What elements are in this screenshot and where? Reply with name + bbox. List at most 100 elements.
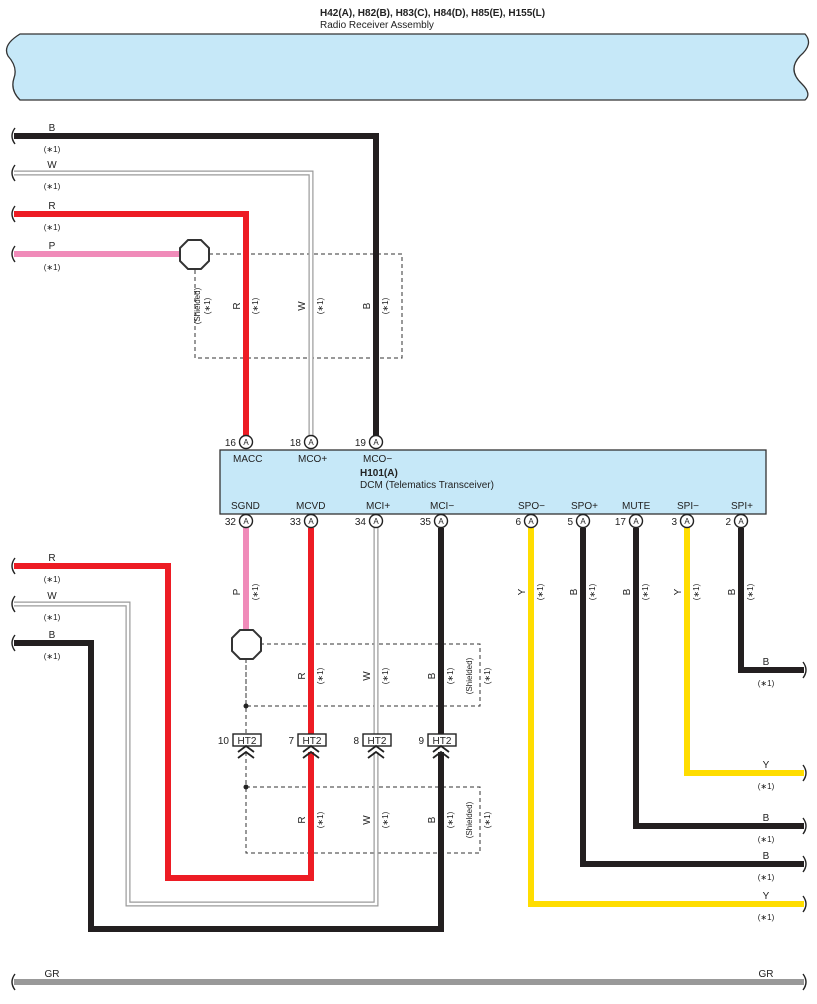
shield-box-top <box>194 253 403 359</box>
svg-text:(∗1): (∗1) <box>203 297 212 314</box>
svg-text:B: B <box>763 657 770 668</box>
svg-text:R: R <box>232 302 243 309</box>
pin-label-mcvd: MCVD <box>296 501 325 512</box>
lower-wires <box>14 528 444 932</box>
svg-text:P: P <box>49 241 56 252</box>
pin-33: A 33 <box>290 513 319 529</box>
svg-text:B: B <box>49 123 56 134</box>
svg-text:Y: Y <box>763 760 770 771</box>
svg-text:(∗1): (∗1) <box>44 263 61 272</box>
wire-b-spi-plus <box>738 528 804 673</box>
svg-text:P: P <box>232 588 243 595</box>
svg-text:10: 10 <box>218 736 230 747</box>
svg-text:HT2: HT2 <box>433 736 452 747</box>
pin-label-sgnd: SGND <box>231 501 260 512</box>
wire-labels-left: B (∗1) W (∗1) R (∗1) P (∗1) R (∗1) W (∗1… <box>44 123 61 980</box>
svg-text:R: R <box>48 201 55 212</box>
svg-text:(∗1): (∗1) <box>44 575 61 584</box>
pin-label-spo-minus: SPO− <box>518 501 545 512</box>
svg-text:B: B <box>727 588 738 595</box>
pin-5: A 5 <box>567 513 591 529</box>
svg-text:(∗1): (∗1) <box>44 223 61 232</box>
svg-text:(∗1): (∗1) <box>588 583 597 600</box>
svg-text:(∗1): (∗1) <box>483 811 492 828</box>
svg-text:B: B <box>427 672 438 679</box>
svg-text:W: W <box>47 591 57 602</box>
svg-text:B: B <box>763 851 770 862</box>
svg-text:3: 3 <box>671 517 677 528</box>
wire-r-macc <box>14 211 249 437</box>
pin-label-mco-plus: MCO+ <box>298 454 327 465</box>
pin-19: A 19 <box>355 434 384 450</box>
wire-y-spo-minus <box>528 528 804 907</box>
svg-text:R: R <box>48 553 55 564</box>
svg-text:(∗1): (∗1) <box>316 667 325 684</box>
svg-text:19: 19 <box>355 438 367 449</box>
junction-ht2-8: HT2 8 <box>353 733 392 759</box>
svg-text:(∗1): (∗1) <box>641 583 650 600</box>
svg-text:A: A <box>580 517 586 526</box>
pin-label-macc: MACC <box>233 454 262 465</box>
svg-text:(∗1): (∗1) <box>758 782 775 791</box>
svg-text:33: 33 <box>290 517 302 528</box>
svg-text:A: A <box>243 438 249 447</box>
svg-text:(∗1): (∗1) <box>381 811 390 828</box>
junction-ht2-10: HT2 10 <box>218 733 262 759</box>
pin-18: A 18 <box>290 434 319 450</box>
svg-text:B: B <box>362 302 373 309</box>
svg-text:B: B <box>763 813 770 824</box>
svg-text:A: A <box>438 517 444 526</box>
svg-text:(∗1): (∗1) <box>758 679 775 688</box>
svg-text:A: A <box>308 438 314 447</box>
svg-text:(∗1): (∗1) <box>746 583 755 600</box>
pin-17: A 17 <box>615 513 644 529</box>
svg-text:17: 17 <box>615 517 627 528</box>
svg-text:Y: Y <box>673 588 684 595</box>
upper-wires <box>14 133 379 437</box>
svg-text:(∗1): (∗1) <box>536 583 545 600</box>
pin-16: A 16 <box>225 434 254 450</box>
svg-text:(∗1): (∗1) <box>692 583 701 600</box>
svg-text:A: A <box>373 438 379 447</box>
svg-text:GR: GR <box>45 969 60 980</box>
wire-labels-right: B (∗1) Y (∗1) B (∗1) B (∗1) Y (∗1) GR <box>758 657 775 980</box>
svg-text:7: 7 <box>288 736 294 747</box>
pin-35: A 35 <box>420 513 449 529</box>
svg-text:A: A <box>684 517 690 526</box>
svg-text:A: A <box>373 517 379 526</box>
svg-text:W: W <box>362 815 373 825</box>
svg-text:(∗1): (∗1) <box>446 811 455 828</box>
junction-ht2-7: HT2 7 <box>288 733 327 759</box>
svg-text:(∗1): (∗1) <box>251 583 260 600</box>
svg-text:B: B <box>569 588 580 595</box>
shield-ground-top <box>179 239 210 270</box>
svg-text:(∗1): (∗1) <box>381 667 390 684</box>
pin-label-spi-minus: SPI− <box>677 501 699 512</box>
svg-text:(Shielded): (Shielded) <box>465 657 474 694</box>
shield-box-low <box>245 786 481 854</box>
svg-text:W: W <box>47 160 57 171</box>
svg-text:(Shielded): (Shielded) <box>465 801 474 838</box>
svg-text:W: W <box>297 301 308 311</box>
wire-b-mute <box>633 528 804 829</box>
svg-text:Y: Y <box>517 588 528 595</box>
svg-text:R: R <box>297 816 308 823</box>
pin-32: A 32 <box>225 513 254 529</box>
svg-text:2: 2 <box>725 517 731 528</box>
svg-text:W: W <box>362 671 373 681</box>
svg-text:6: 6 <box>515 517 521 528</box>
junction-ht2-9: HT2 9 <box>418 733 457 759</box>
svg-text:32: 32 <box>225 517 237 528</box>
svg-text:9: 9 <box>418 736 424 747</box>
svg-text:(∗1): (∗1) <box>44 145 61 154</box>
svg-text:(Shielded): (Shielded) <box>193 287 202 324</box>
dcm-connector-label: H101(A) <box>360 468 398 479</box>
radio-connectors-label: H42(A), H82(B), H83(C), H84(D), H85(E), … <box>320 8 545 19</box>
svg-text:(∗1): (∗1) <box>44 182 61 191</box>
svg-text:B: B <box>427 816 438 823</box>
svg-text:A: A <box>738 517 744 526</box>
svg-text:34: 34 <box>355 517 367 528</box>
svg-text:HT2: HT2 <box>303 736 322 747</box>
svg-text:(∗1): (∗1) <box>758 913 775 922</box>
svg-text:HT2: HT2 <box>368 736 387 747</box>
